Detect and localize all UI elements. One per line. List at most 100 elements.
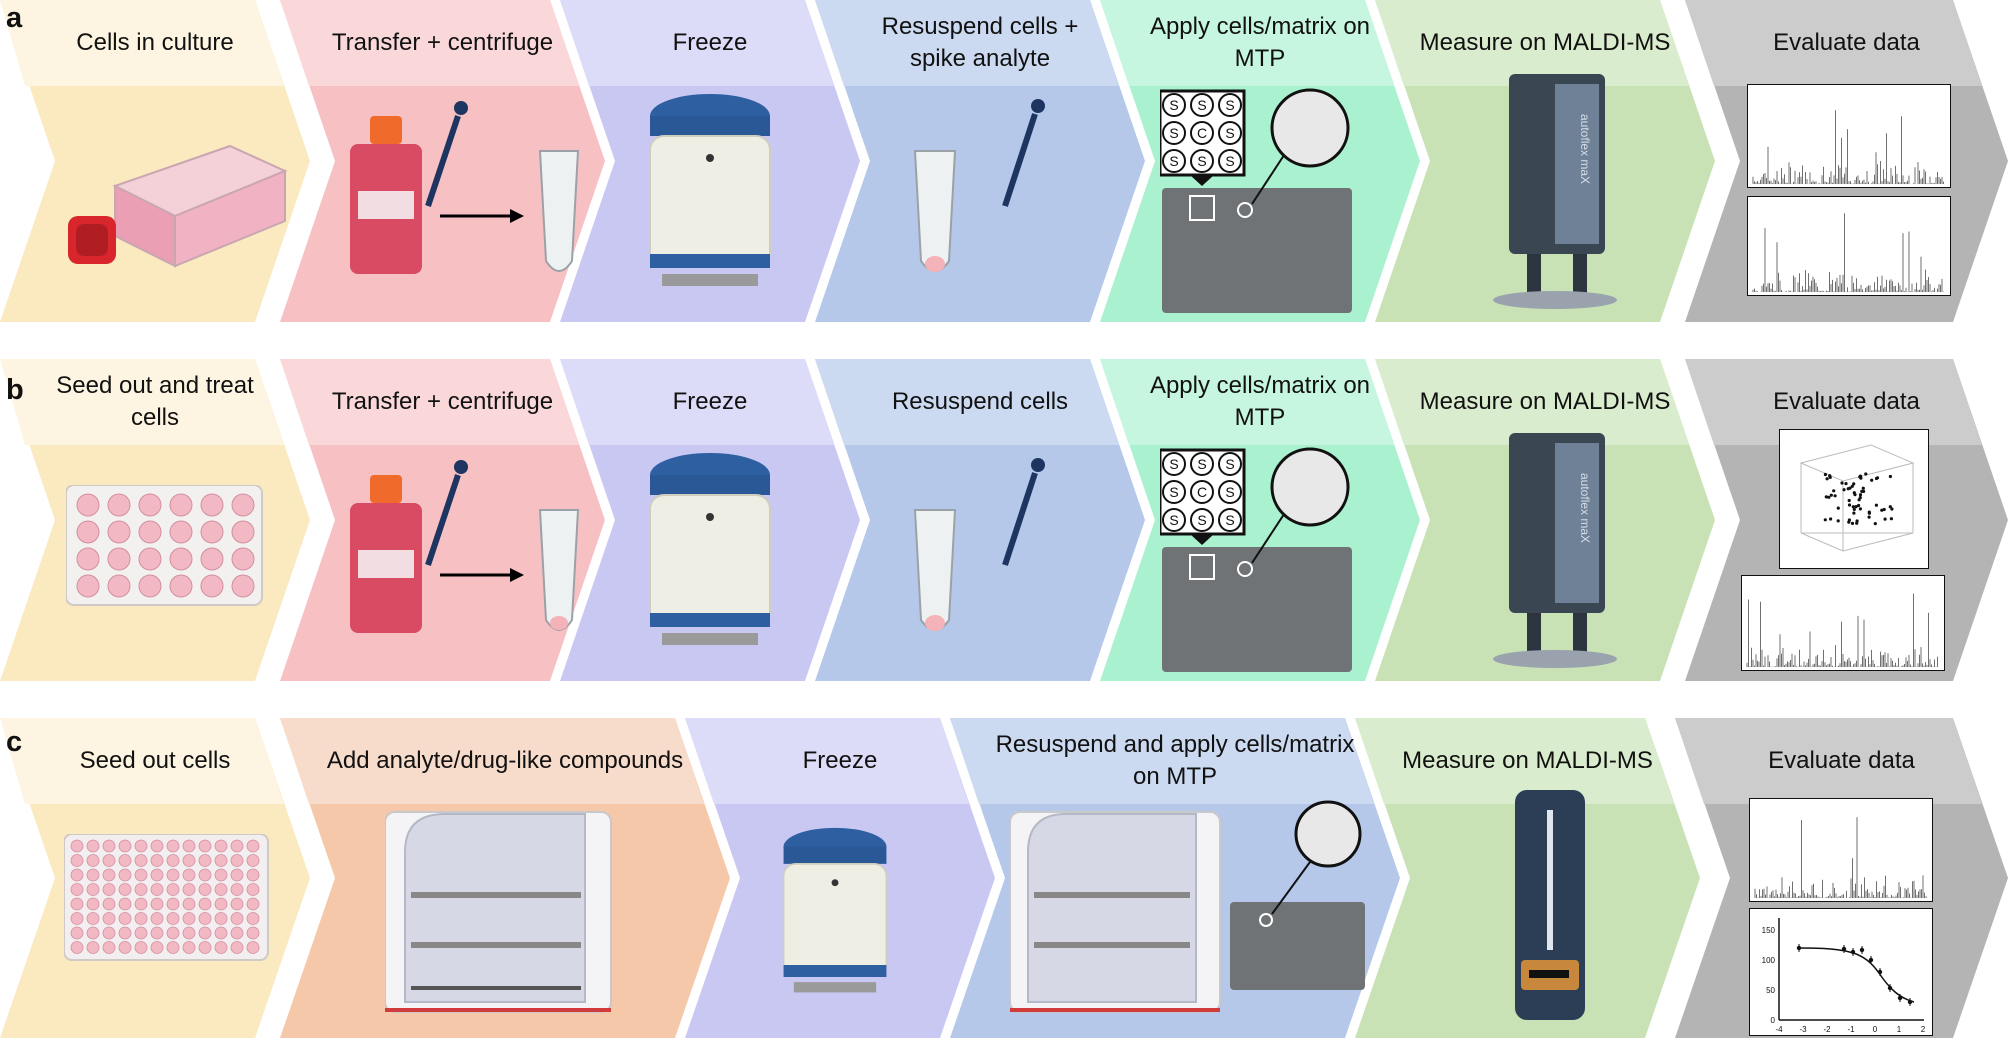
sample-spot bbox=[1162, 452, 1186, 476]
step-measure-maldi: Measure on MALDI-MS bbox=[1355, 718, 1700, 1038]
well bbox=[214, 868, 228, 882]
scatter-point bbox=[1852, 507, 1856, 511]
step-label: Seed out cells bbox=[79, 747, 231, 774]
mass-spectrum-plot bbox=[1747, 196, 1951, 296]
well bbox=[182, 854, 196, 867]
step-measure-maldi: Measure on MALDI-MS autoflex maX bbox=[1375, 359, 1715, 681]
scatter-point bbox=[1864, 472, 1868, 476]
well-array bbox=[76, 493, 255, 598]
well bbox=[70, 926, 84, 940]
scatter-point bbox=[1850, 484, 1854, 488]
scatter-point bbox=[1842, 488, 1846, 492]
well bbox=[198, 912, 212, 925]
step-resuspend-apply-mtp: Resuspend and apply cells/matrix on MTP bbox=[950, 718, 1400, 1038]
well bbox=[214, 912, 228, 925]
freezer-dewar-image bbox=[560, 86, 860, 322]
sample-spot bbox=[1190, 508, 1214, 532]
panel-b: b Seed out and treat cells Transfer + ce… bbox=[0, 359, 2008, 681]
panel-c: c Seed out cells Add analyte/drug-like c… bbox=[0, 718, 2008, 1038]
well bbox=[246, 926, 260, 940]
x-tick-label: -3 bbox=[1799, 1025, 1807, 1034]
well bbox=[246, 897, 260, 911]
well bbox=[134, 912, 148, 925]
sample-spot-letter: S bbox=[1169, 512, 1178, 528]
well bbox=[86, 926, 100, 940]
sample-spot bbox=[1218, 508, 1242, 532]
well bbox=[102, 897, 116, 911]
mass-spectrum-plot bbox=[1741, 575, 1945, 671]
chevron-bg bbox=[815, 359, 1145, 681]
well bbox=[182, 839, 196, 853]
scatter-point bbox=[1823, 518, 1827, 522]
well bbox=[214, 897, 228, 911]
transfer-illustration bbox=[280, 445, 605, 681]
well bbox=[246, 854, 260, 867]
evaluation-plots bbox=[1685, 429, 2008, 681]
scatter-point bbox=[1862, 489, 1866, 493]
scatter-point bbox=[1867, 510, 1871, 514]
well bbox=[214, 883, 228, 896]
scatter-point bbox=[1875, 476, 1880, 480]
well bbox=[166, 897, 180, 911]
well bbox=[166, 868, 180, 882]
step-label: Seed out and treat cells bbox=[56, 372, 254, 431]
y-tick-label: 150 bbox=[1762, 926, 1776, 935]
step-label: Cells in culture bbox=[76, 29, 234, 56]
well bbox=[150, 868, 164, 882]
sample-spot bbox=[1162, 480, 1186, 504]
well bbox=[246, 883, 260, 896]
well bbox=[214, 854, 228, 867]
transfer-illustration bbox=[280, 86, 605, 322]
well bbox=[200, 547, 224, 571]
well bbox=[231, 493, 255, 517]
well bbox=[200, 520, 224, 544]
well bbox=[150, 883, 164, 896]
well bbox=[70, 941, 84, 954]
spectra-plots bbox=[1685, 84, 2008, 322]
well bbox=[166, 941, 180, 954]
freezer-dewar-image bbox=[685, 804, 995, 1038]
panel-letter-a: a bbox=[6, 2, 23, 34]
well bbox=[182, 868, 196, 882]
well bbox=[200, 493, 224, 517]
well bbox=[102, 839, 116, 853]
scatter-point bbox=[1840, 481, 1844, 485]
scatter-point bbox=[1888, 474, 1892, 479]
chevron-bg bbox=[815, 0, 1145, 322]
scatter-point bbox=[1848, 486, 1852, 490]
well bbox=[169, 520, 193, 544]
step-label: Resuspend and apply cells/matrix on MTP bbox=[995, 731, 1355, 790]
well bbox=[138, 547, 162, 571]
step-label: Measure on MALDI-MS bbox=[1419, 388, 1671, 415]
step-label: Resuspend cells + spike analyte bbox=[881, 13, 1079, 72]
well bbox=[102, 854, 116, 867]
scatter-point bbox=[1847, 498, 1851, 503]
well bbox=[134, 897, 148, 911]
well bbox=[198, 926, 212, 940]
well bbox=[169, 574, 193, 598]
maldi-instrument-image: autoflex maX bbox=[1375, 74, 1715, 322]
scatter-point bbox=[1854, 505, 1858, 509]
freezer-dewar-image bbox=[560, 445, 860, 681]
well bbox=[138, 520, 162, 544]
instrument-brand-text: autoflex maX bbox=[1578, 473, 1592, 543]
sample-spot bbox=[1218, 121, 1242, 145]
culture-flask-image bbox=[0, 86, 310, 322]
scatter-point bbox=[1847, 503, 1852, 507]
scatter-point bbox=[1827, 495, 1831, 499]
y-tick-label: 50 bbox=[1766, 986, 1775, 995]
sample-spot-letter: S bbox=[1169, 456, 1178, 472]
well bbox=[138, 493, 162, 517]
sample-spot bbox=[1218, 149, 1242, 173]
scatter-point bbox=[1825, 477, 1829, 481]
well bbox=[134, 854, 148, 867]
liquid-handler-image bbox=[280, 804, 730, 1038]
well bbox=[230, 926, 244, 940]
step-measure-maldi: Measure on MALDI-MS autoflex maX bbox=[1375, 0, 1715, 322]
scatter-point bbox=[1824, 495, 1828, 499]
